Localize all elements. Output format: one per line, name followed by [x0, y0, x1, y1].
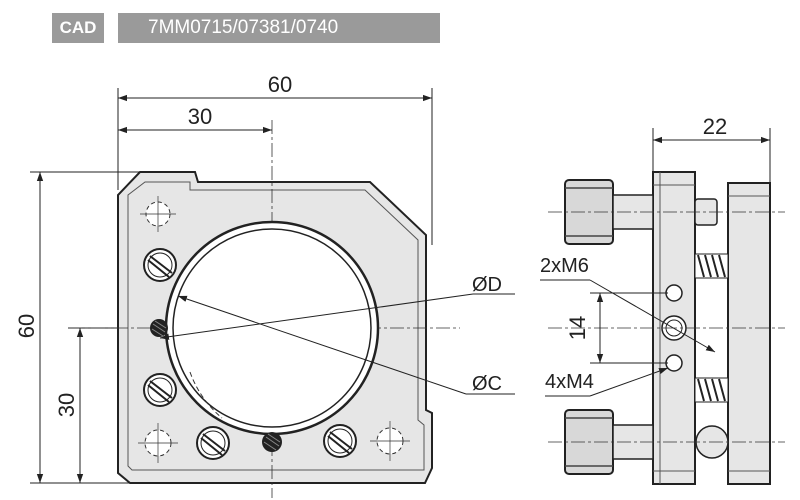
corner-hole-bottom-left [138, 423, 178, 463]
side-back-plate [727, 182, 771, 485]
front-view: ØD ØC 60 30 60 30 [14, 72, 515, 498]
cad-label: CAD [59, 18, 97, 37]
depth-dimension: 22 [703, 114, 727, 139]
model-numbers: 7MM0715/07381/0740 [148, 17, 339, 38]
center-y-dimension: 30 [54, 393, 79, 417]
screw-bottom-left [196, 426, 230, 460]
thread-label-m6: 2xM6 [540, 255, 589, 277]
side-view: 22 [540, 114, 785, 485]
contact-ball-bottom [262, 432, 282, 452]
screw-lower-left [143, 373, 177, 407]
screw-upper-left [143, 248, 177, 282]
m4-hole-lower [665, 354, 683, 372]
hidden-edge [189, 371, 223, 419]
spring-upper [694, 253, 729, 279]
inner-diameter-label: ØD [472, 274, 502, 296]
height-dimension: 60 [14, 314, 39, 338]
corner-hole-top-left [140, 196, 176, 232]
m4-leader [589, 367, 669, 397]
cad-tag: CAD [52, 13, 104, 43]
center-x-dimension: 30 [188, 104, 212, 129]
model-number-bar: 7MM0715/07381/0740 [118, 13, 440, 43]
dia-c-leader [177, 295, 467, 395]
outer-diameter-label: ØC [472, 373, 502, 395]
m4-hole-upper [665, 284, 683, 302]
thread-label-m4: 4xM4 [545, 371, 594, 393]
spring-lower [694, 377, 729, 403]
m6-leader [589, 279, 716, 353]
width-dimension: 60 [268, 72, 292, 97]
pitch-dimension: 14 [565, 316, 590, 340]
contact-ball-left [150, 319, 168, 337]
dia-d-leader [159, 293, 474, 340]
plate-bevel [127, 181, 425, 471]
screw-bottom-right [323, 424, 357, 458]
corner-hole-bottom-right [370, 421, 410, 461]
